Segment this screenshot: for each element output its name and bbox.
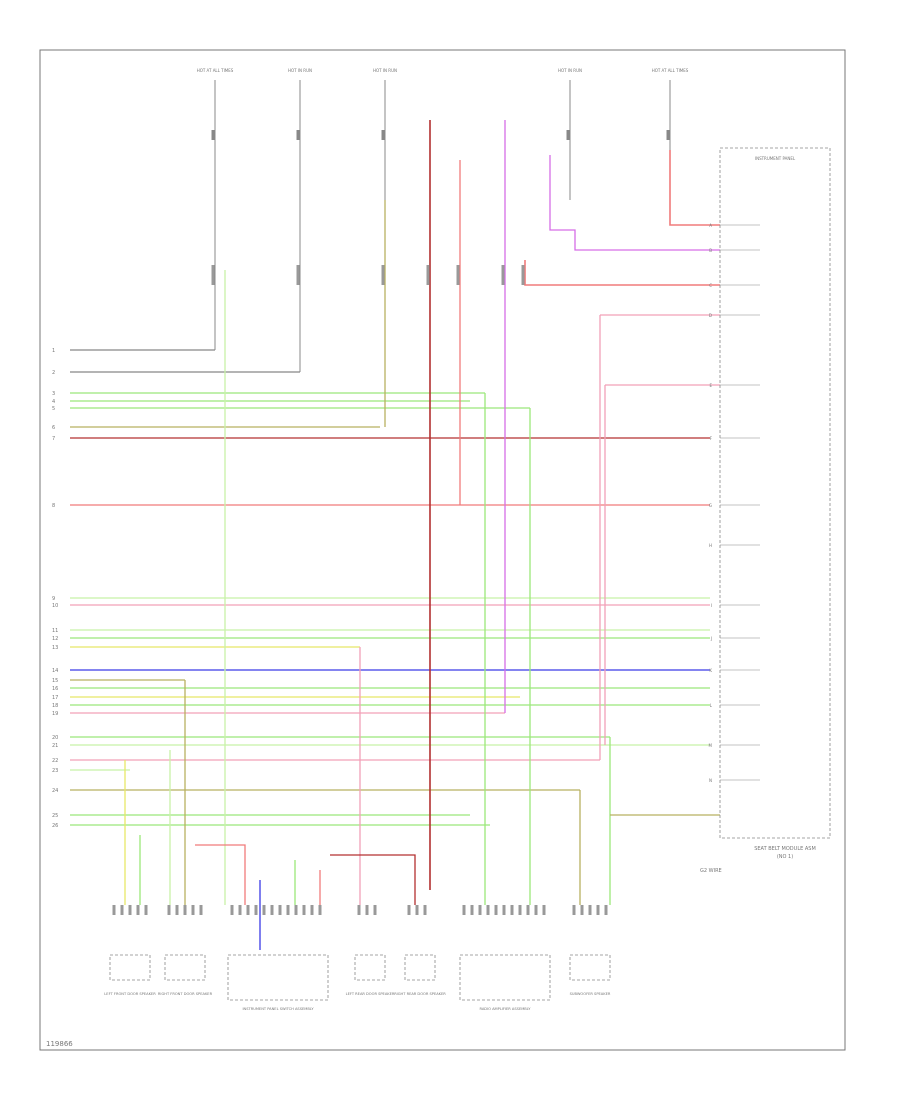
fuse-label: HOT IN RUN: [288, 68, 312, 73]
row-number: 15: [52, 678, 58, 684]
component-box: [227, 954, 329, 1001]
magenta-feed: [549, 155, 720, 251]
component-label: LEFT REAR DOOR SPEAKER: [346, 992, 395, 996]
row-number: 8: [52, 503, 55, 509]
module-terminal: E: [709, 383, 712, 388]
component-label: INSTRUMENT PANEL SWITCH ASSEMBLY: [242, 1007, 314, 1011]
instrument-panel-module: [719, 147, 831, 839]
module-terminal: B: [709, 248, 712, 253]
row-number: 11: [52, 628, 58, 634]
module-terminal: C: [709, 283, 712, 288]
row-number: 13: [52, 645, 58, 651]
ground-label: G2 WIRE: [700, 868, 722, 874]
component-layer: HOT AT ALL TIMES HOT IN RUN HOT IN RUN HOT …: [104, 68, 831, 1011]
module-terminal: A: [709, 223, 712, 228]
row-number: 4: [52, 399, 55, 405]
row-number: 9: [52, 596, 55, 602]
component-box: [354, 954, 386, 981]
component-label: SUBWOOFER SPEAKER: [570, 992, 611, 996]
module-sub: (NO 1): [777, 854, 793, 860]
row-number: 18: [52, 703, 58, 709]
row-number: 26: [52, 823, 58, 829]
module-terminal: N: [709, 778, 712, 783]
wire-layer: 1234567891011121314151617181920212223242…: [52, 80, 760, 950]
fuse-label: HOT AT ALL TIMES: [197, 68, 234, 73]
component-box: [164, 954, 206, 981]
row-number: 23: [52, 768, 58, 774]
fuse-label: HOT IN RUN: [373, 68, 397, 73]
component-box: [569, 954, 611, 981]
module-terminal: G: [709, 503, 712, 508]
module-name: SEAT BELT MODULE ASM: [754, 846, 816, 852]
footer-id: 119866: [46, 1040, 73, 1048]
red-bottom-3: [330, 854, 416, 905]
module-terminal: M: [709, 743, 713, 748]
module-terminal: J: [710, 636, 712, 641]
component-label: RIGHT REAR DOOR SPEAKER: [394, 992, 446, 996]
row-number: 21: [52, 743, 58, 749]
component-label: LEFT FRONT DOOR SPEAKER: [104, 992, 156, 996]
row-number: 16: [52, 686, 58, 692]
row-number: 1: [52, 348, 55, 354]
row-number: 17: [52, 695, 58, 701]
component-box: [109, 954, 151, 981]
red-feed: [669, 150, 720, 226]
diagram-border: [39, 49, 846, 1051]
fuse-label: HOT AT ALL TIMES: [652, 68, 689, 73]
row-number: 6: [52, 425, 55, 431]
row-number: 5: [52, 406, 55, 412]
module-terminal: I: [711, 603, 712, 608]
row-number: 7: [52, 436, 55, 442]
row-number: 3: [52, 391, 55, 397]
module-terminal: D: [709, 313, 712, 318]
module-terminal: L: [710, 703, 713, 708]
row-number: 25: [52, 813, 58, 819]
row-number: 24: [52, 788, 58, 794]
instrument-panel-name: INSTRUMENT PANEL: [755, 156, 796, 161]
module-terminal: K: [709, 668, 712, 673]
component-box: [459, 954, 551, 1001]
row-number: 20: [52, 735, 58, 741]
component-label: RIGHT FRONT DOOR SPEAKER: [158, 992, 213, 996]
module-terminal: H: [709, 543, 712, 548]
row-number: 19: [52, 711, 58, 717]
component-label: RADIO AMPLIFIER ASSEMBLY: [479, 1007, 531, 1011]
row-number: 2: [52, 370, 55, 376]
row-number: 10: [52, 603, 58, 609]
row-number: 12: [52, 636, 58, 642]
module-terminal: F: [710, 436, 713, 441]
red-feed-2: [524, 260, 720, 286]
row-number: 22: [52, 758, 58, 764]
fuse-label: HOT IN RUN: [558, 68, 582, 73]
row-number: 14: [52, 668, 58, 674]
component-box: [404, 954, 436, 981]
red-bottom: [195, 844, 246, 905]
